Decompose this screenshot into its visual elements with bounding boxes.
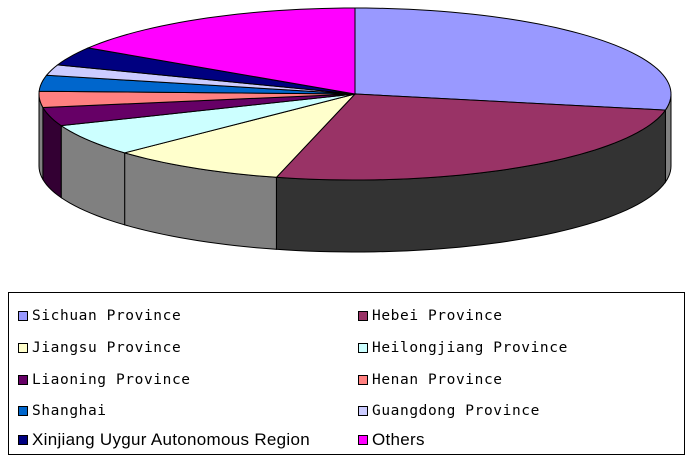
legend-swatch (358, 435, 368, 445)
legend-item-henan-province: Henan Province (358, 365, 503, 395)
legend-item-xinjiang-uygur-autonomous-region: Xinjiang Uygur Autonomous Region (18, 425, 310, 455)
legend-item-sichuan-province: Sichuan Province (18, 301, 181, 331)
legend-swatch (18, 435, 28, 445)
legend-label: Liaoning Province (32, 372, 191, 388)
legend-item-guangdong-province: Guangdong Province (358, 396, 540, 426)
legend-item-others: Others (358, 425, 425, 455)
legend-swatch (358, 311, 368, 321)
legend-label: Henan Province (372, 372, 503, 388)
pie-slice-jiangsu-province (122, 93, 357, 178)
legend-item-shanghai: Shanghai (18, 396, 107, 426)
pie-chart (38, 7, 672, 253)
legend-item-liaoning-province: Liaoning Province (18, 365, 191, 395)
legend-swatch (18, 375, 28, 385)
pie-slice-others (86, 7, 356, 95)
pie-slice-hebei-province (275, 93, 667, 181)
legend-label: Heilongjiang Province (372, 340, 568, 356)
pie-top-faces (38, 7, 672, 181)
legend-swatch (358, 406, 368, 416)
legend-label: Others (372, 430, 425, 449)
legend-swatch (18, 406, 28, 416)
pie-slice-sichuan-province (354, 7, 672, 111)
pie-slice-henan-province (38, 90, 356, 108)
legend-label: Jiangsu Province (32, 340, 182, 356)
legend-label: Xinjiang Uygur Autonomous Region (32, 430, 310, 449)
legend-label: Guangdong Province (372, 403, 540, 419)
legend-swatch (358, 343, 368, 353)
legend-item-heilongjiang-province: Heilongjiang Province (358, 333, 568, 363)
pie-chart-svg (38, 7, 672, 253)
pie-slice-xinjiang-uygur-autonomous-region (56, 47, 356, 95)
legend-label: Hebei Province (372, 308, 503, 324)
pie-side-walls (38, 93, 672, 253)
legend-item-jiangsu-province: Jiangsu Province (18, 333, 181, 363)
legend-swatch (18, 311, 28, 321)
legend-swatch (358, 375, 368, 385)
legend-swatch (18, 343, 28, 353)
legend-item-hebei-province: Hebei Province (358, 301, 503, 331)
pie-slice-liaoning-province (41, 93, 356, 127)
legend-label: Shanghai (32, 403, 107, 419)
pie-slice-heilongjiang-province (59, 93, 356, 154)
legend-label: Sichuan Province (32, 308, 182, 324)
